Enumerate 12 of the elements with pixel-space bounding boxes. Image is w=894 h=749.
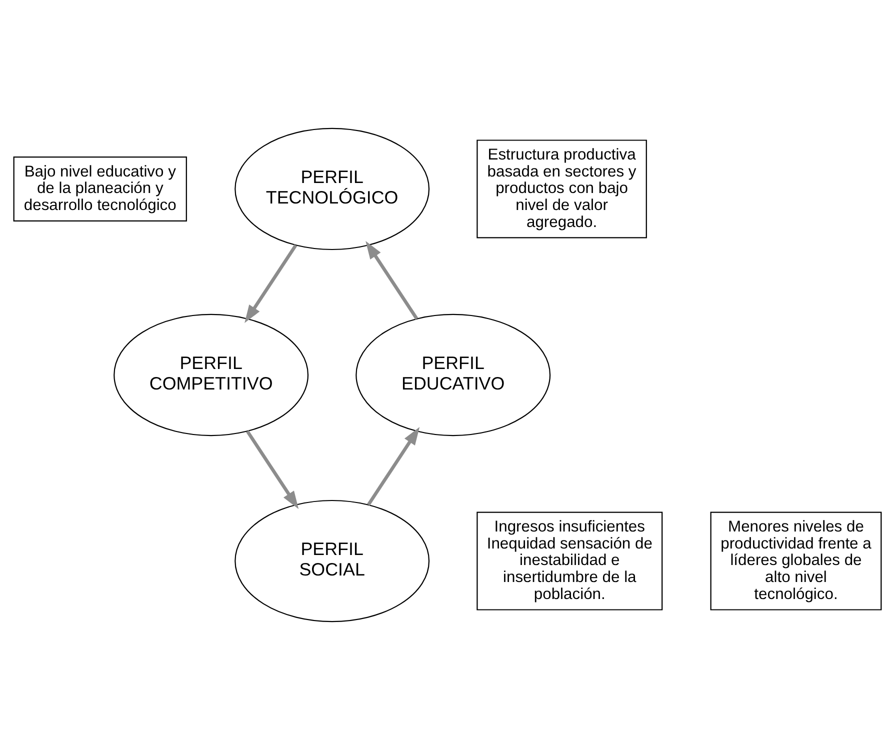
node-box: Bajo nivel educativo y de la planeación y desarrollo tecnológico (12, 156, 186, 221)
arrow (366, 426, 420, 506)
node-ellipse: PERFIL COMPETITIVO (113, 313, 308, 436)
node-box: Estructura productiva basada en sectores y productos con bajo nivel de valor agregado. (476, 139, 646, 238)
node-ellipse: PERFIL SOCIAL (234, 499, 430, 622)
node-ellipse: PERFIL TECNOLÓGICO (234, 127, 430, 250)
node-box: Menores niveles de productividad frente a líderes globales de alto nivel tecnológico. (710, 511, 882, 610)
arrow (245, 430, 298, 509)
arrow (244, 244, 297, 323)
node-box: Ingresos insuficientes Inequidad sensación de inestabilidad e insertidumbre de la población. (476, 511, 662, 610)
arrow (365, 240, 418, 320)
node-ellipse: PERFIL EDUCATIVO (355, 313, 550, 436)
